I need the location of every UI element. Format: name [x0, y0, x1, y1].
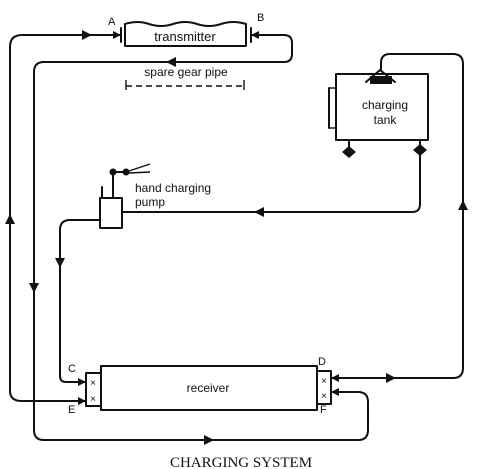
arrow-left-up [5, 214, 15, 224]
tank-valve-right [413, 144, 427, 156]
pump-body [99, 197, 123, 229]
pump-lever [128, 163, 151, 174]
valve-mark-c: × [90, 378, 96, 389]
point-e-label: E [68, 404, 75, 416]
flow-arrows [5, 30, 468, 445]
diagram-caption: CHARGING SYSTEM [170, 455, 312, 469]
pipe-tank-to-pump [121, 155, 421, 213]
charging-tank-box [335, 73, 429, 141]
arrow-into-c [78, 378, 86, 386]
arrow-pump-down [55, 258, 65, 268]
tank-filler-funnel [365, 69, 396, 83]
transmitter-unit: transmitter A B [108, 12, 264, 47]
point-b-label: B [257, 12, 264, 24]
pump-label-1: hand charging [135, 181, 211, 195]
pipe-pump-to-c [59, 219, 101, 383]
spare-gear-pipe: spare gear pipe [125, 65, 245, 90]
pump-label-2: pump [135, 195, 165, 209]
hand-charging-pump-unit: hand charging pump [99, 163, 211, 229]
tank-valve-left [342, 146, 356, 158]
pump-pivot [109, 168, 117, 176]
arrow-d-out [386, 373, 396, 383]
point-c-label: C [68, 363, 76, 375]
pipe-d-to-tank [330, 53, 464, 379]
point-a-label: A [108, 16, 116, 28]
valve-mark-f: × [321, 391, 327, 402]
arrow-at-a [113, 31, 121, 39]
arrow-at-d [331, 374, 339, 382]
valve-mark-e: × [90, 394, 96, 405]
arrow-right-up [458, 200, 468, 210]
arrow-under-transmitter [166, 57, 176, 67]
arrow-at-b [251, 31, 259, 39]
charging-tank-unit: charging tank [328, 69, 429, 158]
receiver-end-left [85, 372, 102, 407]
pipe-b-to-f [33, 34, 369, 441]
receiver-label: receiver [187, 381, 230, 395]
pipe-a-to-e [9, 34, 122, 402]
arrow-into-f [331, 388, 339, 396]
point-d-label: D [318, 356, 326, 368]
arrow-inner-down [29, 283, 39, 293]
charging-tank-label-2: tank [374, 113, 398, 127]
point-f-label: F [320, 404, 327, 416]
receiver-unit: × × × × receiver C E D F [68, 356, 332, 416]
tank-filler-cap [370, 76, 392, 84]
charging-tank-label-1: charging [362, 98, 408, 112]
arrow-into-e [78, 397, 86, 405]
valve-mark-d: × [321, 376, 327, 387]
spare-gear-pipe-label: spare gear pipe [144, 65, 228, 79]
arrow-bottom [204, 435, 214, 445]
arrow-tank-to-pump [254, 207, 264, 217]
pipework [9, 34, 464, 441]
transmitter-label: transmitter [154, 29, 216, 44]
receiver-end-right [316, 370, 332, 405]
pump-knob [122, 168, 130, 176]
arrow-top-left [82, 30, 92, 40]
transmitter-box [124, 21, 247, 47]
